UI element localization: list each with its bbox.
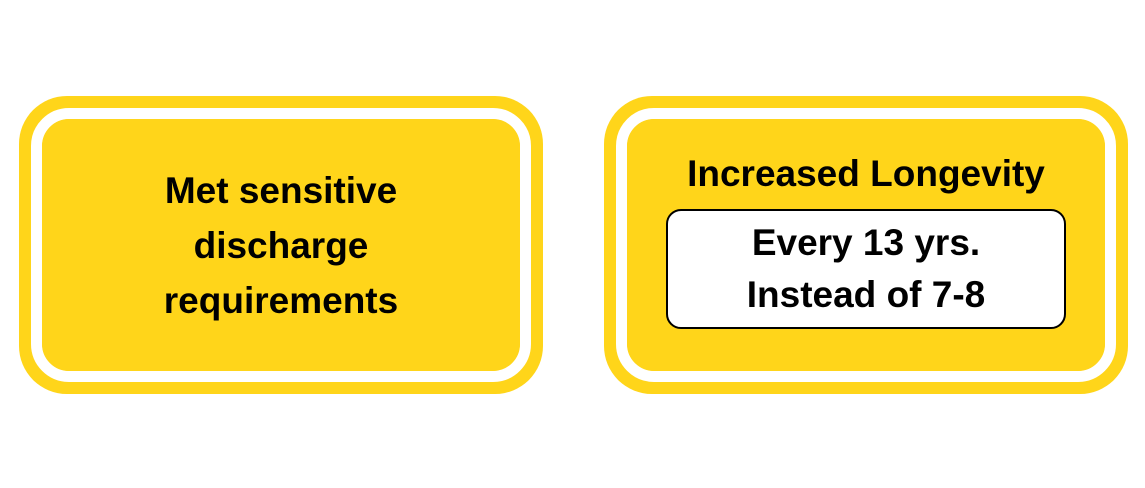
card-content: Met sensitive discharge requirements	[42, 119, 520, 371]
discharge-requirements-card: Met sensitive discharge requirements	[19, 96, 543, 394]
longevity-detail-box: Every 13 yrs. Instead of 7-8	[666, 209, 1066, 329]
card-ring	[31, 108, 531, 382]
detail-line: Every 13 yrs.	[751, 222, 981, 263]
card-line: Met sensitive	[164, 169, 398, 211]
card-content: Increased Longevity Every 13 yrs. Instea…	[627, 119, 1105, 371]
card-line: requirements	[163, 279, 399, 321]
card-ring	[616, 108, 1116, 382]
detail-line: Instead of 7-8	[746, 274, 986, 315]
longevity-heading: Increased Longevity	[687, 153, 1045, 194]
longevity-card: Increased Longevity Every 13 yrs. Instea…	[604, 96, 1128, 394]
card-line: discharge	[193, 224, 369, 266]
